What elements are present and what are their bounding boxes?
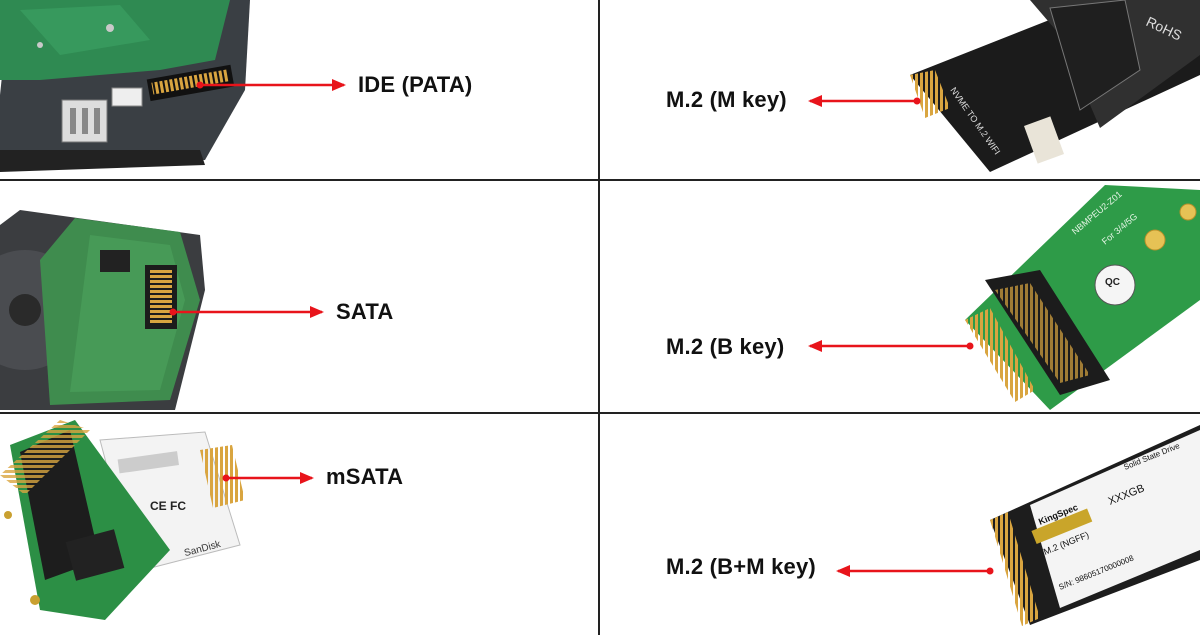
m2-bkey-board-image: QC NBMPEU2-Z01 For 3/4/5G xyxy=(965,185,1200,410)
m2-bkey-label: M.2 (B key) xyxy=(666,334,785,359)
ide-label: IDE (PATA) xyxy=(358,72,473,97)
ide-drive-image xyxy=(0,0,250,172)
m2-bmkey-label: M.2 (B+M key) xyxy=(666,554,816,579)
m2-bkey-qc-text: QC xyxy=(1105,277,1120,288)
msata-cert-text: CE FC xyxy=(150,499,186,513)
msata-label: mSATA xyxy=(326,464,404,489)
m2-bmkey-ssd-image: KingSpec XXXGB M.2 (NGFF) S/N: 986051700… xyxy=(990,425,1200,626)
m2-mkey-board-image: NVME TO M.2 WIFI RoHS xyxy=(910,0,1200,172)
sata-drive-image xyxy=(0,210,205,410)
msata-cards-image: CE FC SanDisk xyxy=(0,420,245,620)
m2-mkey-label: M.2 (M key) xyxy=(666,87,787,112)
sata-label: SATA xyxy=(336,299,394,324)
